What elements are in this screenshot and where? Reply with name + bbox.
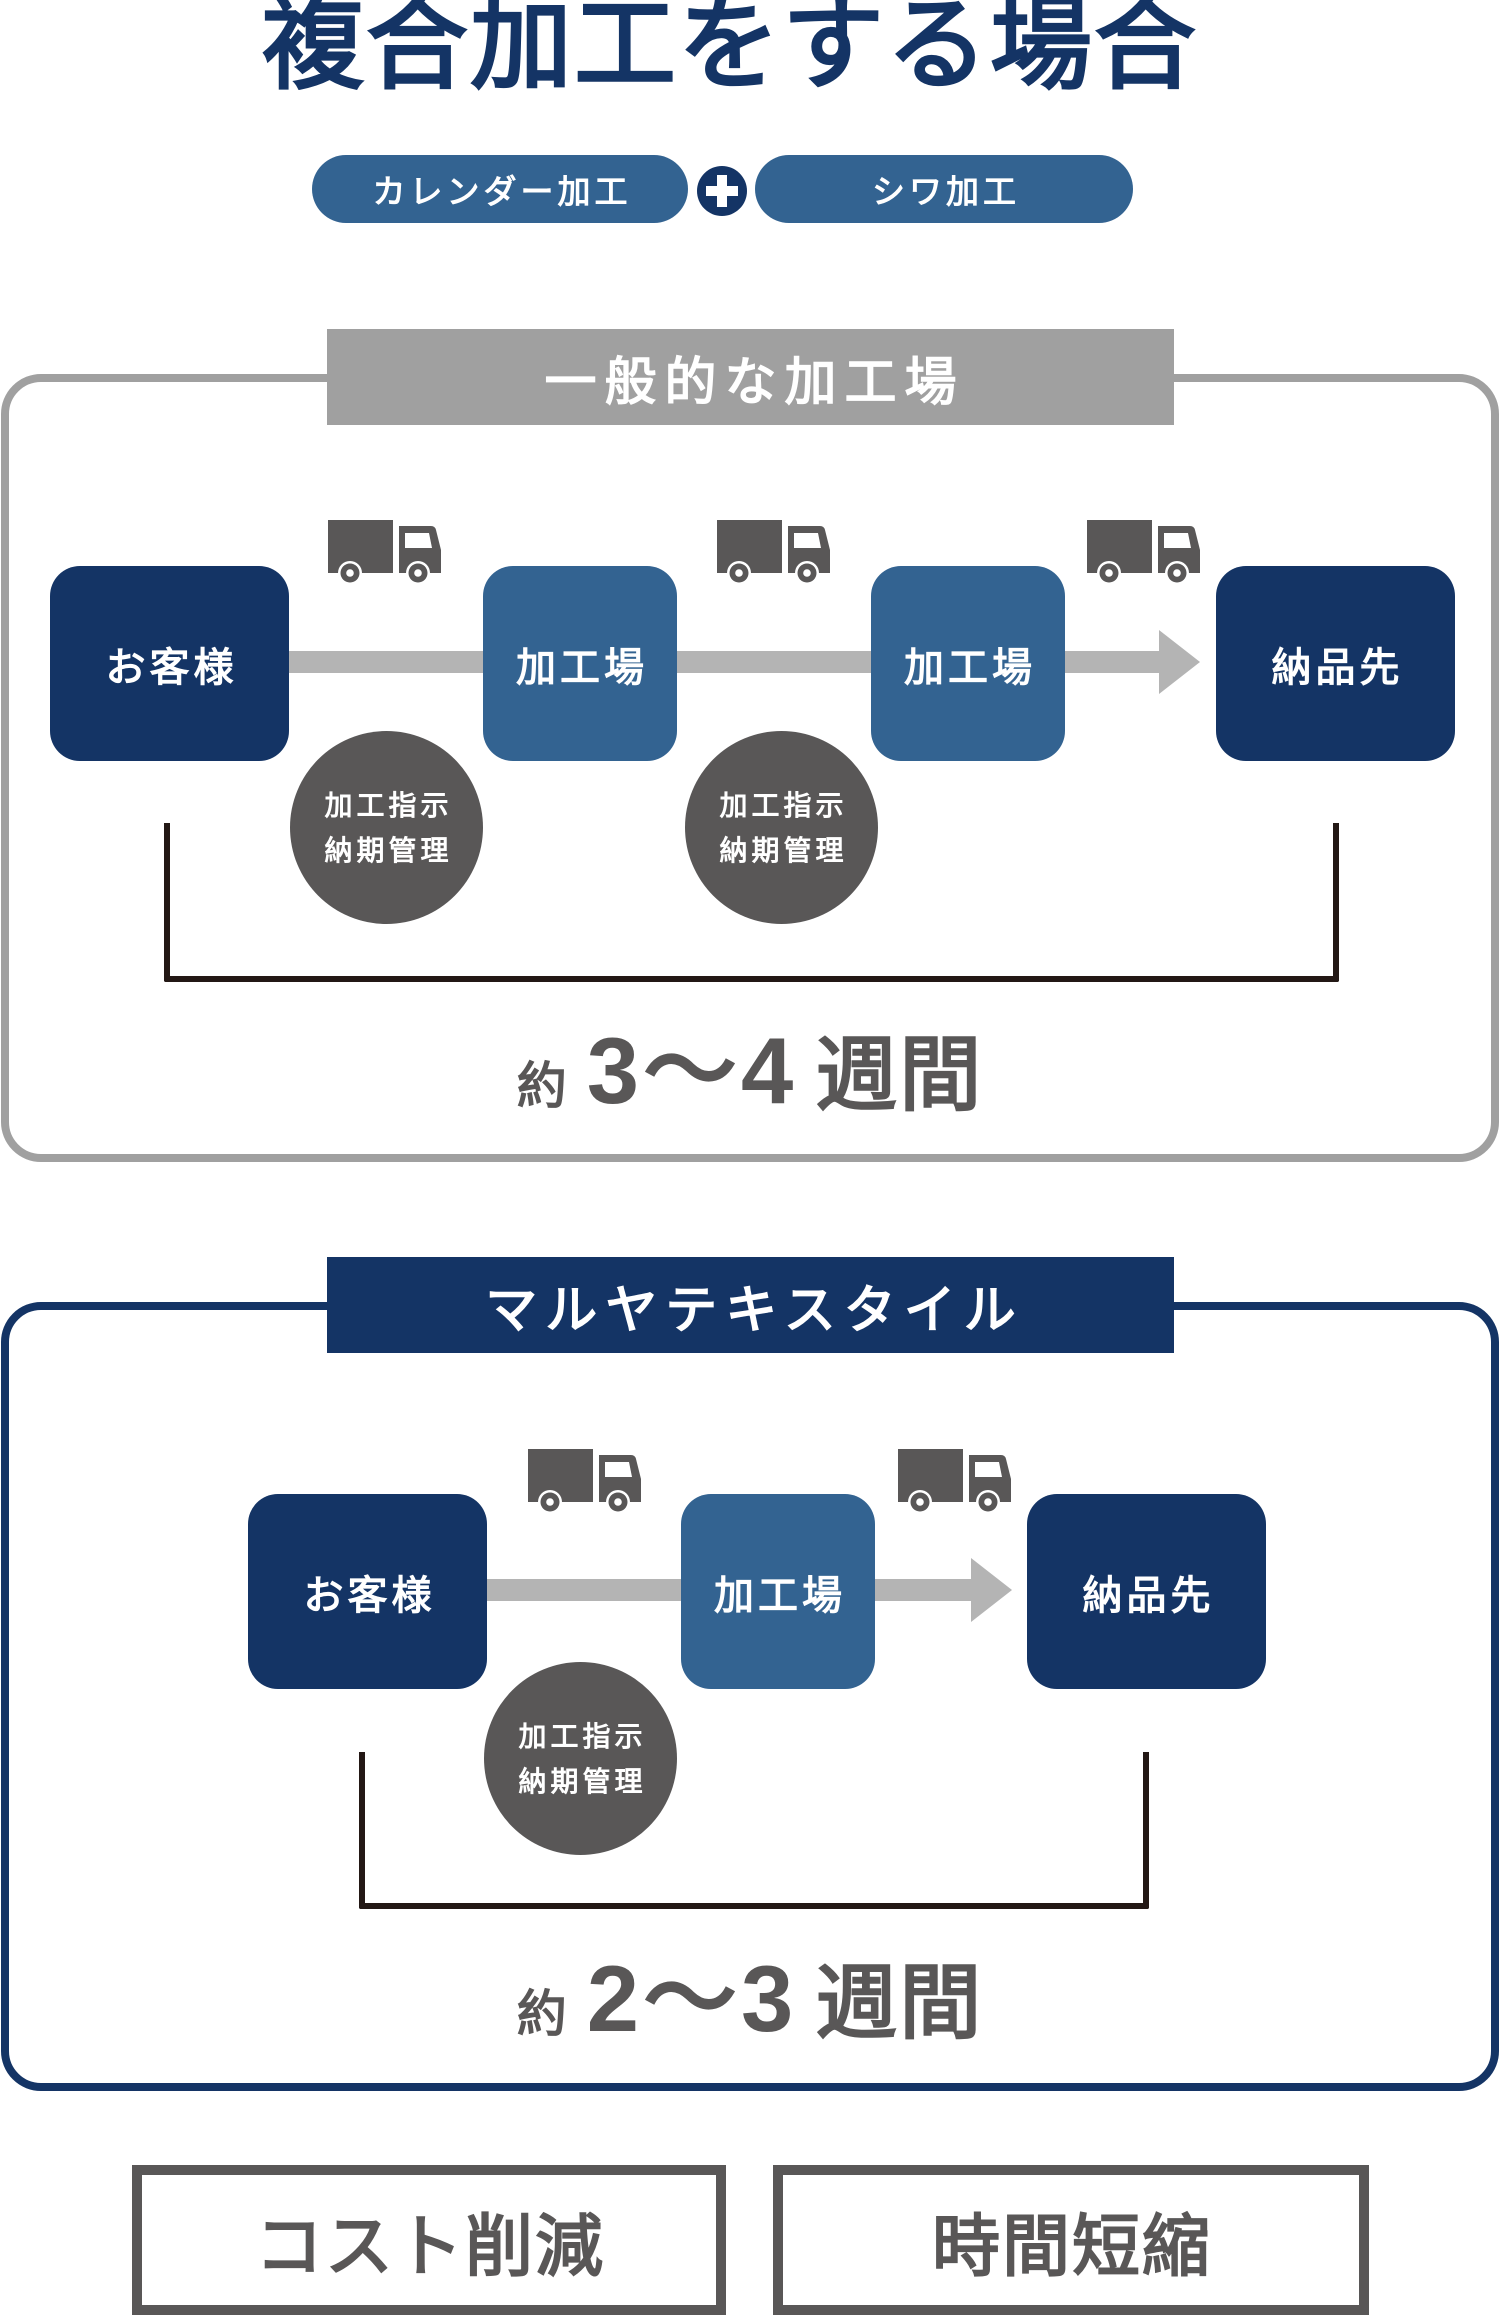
flow-connector [487,1579,681,1601]
comparison-frame [1,1302,1499,2091]
arrow-right-icon [1159,630,1200,694]
node-destination: 納品先 [1216,566,1455,761]
benefit-cost-reduction: コスト削減 [132,2165,726,2315]
badge-line: 納期管理 [518,1764,647,1798]
plus-icon [697,166,747,216]
lead-time: 約 2〜3 週間 [0,1952,1500,2046]
lead-time-unit: 週間 [815,1956,984,2051]
node-factory: 加工場 [871,566,1065,761]
benefit-time-reduction: 時間短縮 [773,2165,1369,2315]
process-pill-wrinkle: シワ加工 [755,155,1133,223]
truck-icon [528,1449,641,1512]
process-pill-calender: カレンダー加工 [312,155,688,223]
maruya-comparison: マルヤテキスタイル お客様 加工場 納品先 加工指示 納期管理 約 2〜3 週間 [0,1250,1500,2100]
general-factory-comparison: 一般的な加工場 お客様 加工場 加工場 納品先 加工指示 納期管理 加工指示 納… [0,320,1500,1170]
benefits: コスト削減 時間短縮 [0,2160,1500,2317]
management-badge: 加工指示 納期管理 [290,731,483,924]
truck-icon [898,1449,1011,1512]
badge-line: 加工指示 [324,788,453,822]
management-badge: 加工指示 納期管理 [484,1662,677,1855]
lead-time-range: 2〜3 [586,1946,798,2051]
truck-icon [1087,520,1200,583]
truck-icon [717,520,830,583]
arrow-right-icon [971,1558,1012,1622]
lead-time-prefix: 約 [516,1985,567,2043]
node-factory: 加工場 [681,1494,875,1689]
flow-connector [289,651,483,673]
node-customer: お客様 [50,566,289,761]
management-badge: 加工指示 納期管理 [685,731,878,924]
duration-bracket [359,1752,1149,1909]
badge-line: 加工指示 [719,788,848,822]
comparison-header: 一般的な加工場 [327,329,1174,425]
node-destination: 納品先 [1027,1494,1266,1689]
flow-connector [1065,651,1160,673]
node-factory: 加工場 [483,566,677,761]
flow-connector [677,651,871,673]
lead-time-prefix: 約 [516,1057,567,1115]
lead-time-unit: 週間 [815,1028,984,1123]
badge-line: 納期管理 [719,833,848,867]
lead-time-range: 3〜4 [586,1018,798,1123]
page-title: 複合加工をする場合 [262,0,1198,105]
flow-connector [875,1579,972,1601]
node-customer: お客様 [248,1494,487,1689]
duration-bracket [164,823,1339,982]
comparison-header: マルヤテキスタイル [327,1257,1174,1353]
lead-time: 約 3〜4 週間 [0,1024,1500,1118]
truck-icon [328,520,441,583]
badge-line: 納期管理 [324,833,453,867]
badge-line: 加工指示 [518,1719,647,1753]
